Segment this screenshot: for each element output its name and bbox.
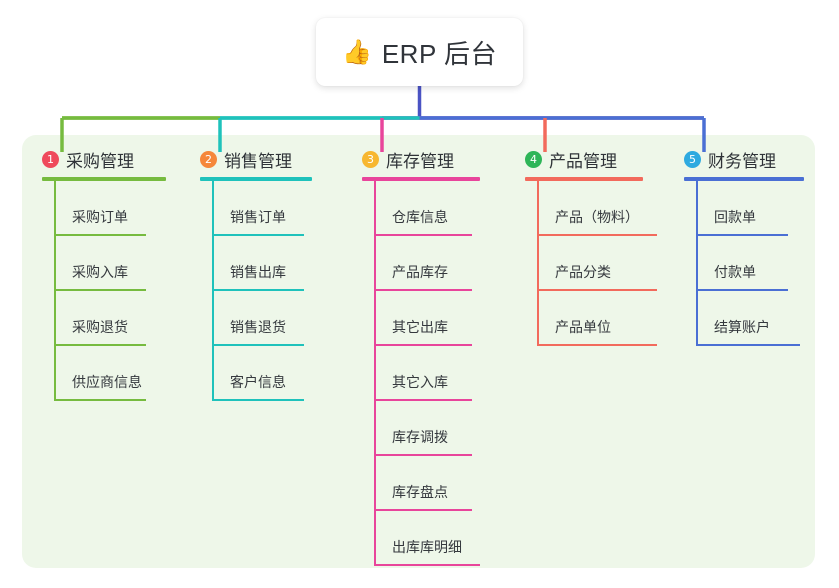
branch-underline xyxy=(362,177,480,181)
list-item-underline xyxy=(54,399,146,401)
list-item-underline xyxy=(374,344,472,346)
root-node-label: ERP 后台 xyxy=(381,38,498,69)
branch-stem xyxy=(537,179,539,236)
list-item-underline xyxy=(537,289,657,291)
list-item-label: 回款单 xyxy=(714,209,756,225)
branch-number-badge: 3 xyxy=(362,151,379,168)
thumbs-up-icon: 👍 xyxy=(341,39,372,66)
list-item-underline xyxy=(212,234,304,236)
list-item-underline xyxy=(54,344,146,346)
list-item-label: 库存调拨 xyxy=(392,429,448,445)
list-item-underline xyxy=(54,289,146,291)
list-item-underline xyxy=(374,234,472,236)
list-item-label: 供应商信息 xyxy=(72,374,142,390)
list-item-underline xyxy=(374,454,472,456)
branch-stem xyxy=(212,344,214,401)
list-item-label: 采购退货 xyxy=(72,319,128,335)
branch-number-badge: 2 xyxy=(200,151,217,168)
branch-stem xyxy=(54,234,56,291)
list-item-label: 销售出库 xyxy=(230,264,286,280)
branch-underline xyxy=(200,177,312,181)
branch-stem xyxy=(212,234,214,291)
list-item-label: 付款单 xyxy=(714,264,756,280)
branch-title: 销售管理 xyxy=(224,152,292,171)
branch-header-采购管理[interactable]: 1 采购管理 xyxy=(42,147,134,172)
list-item-underline xyxy=(696,289,788,291)
list-item-label: 采购入库 xyxy=(72,264,128,280)
list-item-label: 产品（物料） xyxy=(555,209,639,225)
list-item-label: 产品单位 xyxy=(555,319,611,335)
list-item-label: 库存盘点 xyxy=(392,484,448,500)
branch-underline xyxy=(684,177,804,181)
branch-stem xyxy=(374,289,376,346)
list-item-underline xyxy=(374,289,472,291)
list-item-underline xyxy=(212,344,304,346)
branch-underline xyxy=(525,177,643,181)
branch-title: 财务管理 xyxy=(708,152,776,171)
list-item-underline xyxy=(537,234,657,236)
branch-header-产品管理[interactable]: 4 产品管理 xyxy=(525,147,617,172)
branch-title: 产品管理 xyxy=(549,152,617,171)
branch-stem xyxy=(696,179,698,236)
list-item-label: 出库库明细 xyxy=(392,539,462,555)
branch-stem xyxy=(696,289,698,346)
branch-stem xyxy=(374,509,376,566)
branch-columns: 1 采购管理采购订单采购入库采购退货供应商信息 2 销售管理销售订单销售出库销售退货客… xyxy=(22,135,815,568)
list-item-underline xyxy=(696,344,800,346)
branch-header-销售管理[interactable]: 2 销售管理 xyxy=(200,147,292,172)
list-item-label: 其它入库 xyxy=(392,374,448,390)
branch-number-badge: 5 xyxy=(684,151,701,168)
list-item-underline xyxy=(374,509,472,511)
root-node[interactable]: 👍 ERP 后台 xyxy=(316,18,523,86)
list-item-label: 产品库存 xyxy=(392,264,448,280)
branch-title: 采购管理 xyxy=(66,152,134,171)
list-item-underline xyxy=(696,234,788,236)
branch-stem xyxy=(537,234,539,291)
branch-stem xyxy=(696,234,698,291)
branch-stem xyxy=(374,344,376,401)
branch-stem xyxy=(54,179,56,236)
list-item-label: 销售退货 xyxy=(230,319,286,335)
list-item-label: 采购订单 xyxy=(72,209,128,225)
branch-stem xyxy=(374,399,376,456)
list-item-underline xyxy=(374,399,472,401)
list-item-underline xyxy=(374,564,480,566)
branch-title: 库存管理 xyxy=(386,152,454,171)
list-item-underline xyxy=(212,289,304,291)
branch-stem xyxy=(54,344,56,401)
list-item-underline xyxy=(212,399,304,401)
branch-stem xyxy=(374,454,376,511)
list-item-label: 仓库信息 xyxy=(392,209,448,225)
branch-stem xyxy=(212,179,214,236)
branch-stem xyxy=(374,234,376,291)
list-item-label: 其它出库 xyxy=(392,319,448,335)
branch-number-badge: 4 xyxy=(525,151,542,168)
list-item-label: 产品分类 xyxy=(555,264,611,280)
branch-header-库存管理[interactable]: 3 库存管理 xyxy=(362,147,454,172)
branch-underline xyxy=(42,177,166,181)
list-item-underline xyxy=(54,234,146,236)
branch-number-badge: 1 xyxy=(42,151,59,168)
list-item-label: 销售订单 xyxy=(230,209,286,225)
list-item-label: 结算账户 xyxy=(714,319,770,335)
branch-stem xyxy=(54,289,56,346)
branch-stem xyxy=(374,179,376,236)
list-item-label: 客户信息 xyxy=(230,374,286,390)
branch-header-财务管理[interactable]: 5 财务管理 xyxy=(684,147,776,172)
branch-stem xyxy=(212,289,214,346)
list-item-underline xyxy=(537,344,657,346)
branches-panel-background xyxy=(22,135,815,568)
branch-stem xyxy=(537,289,539,346)
